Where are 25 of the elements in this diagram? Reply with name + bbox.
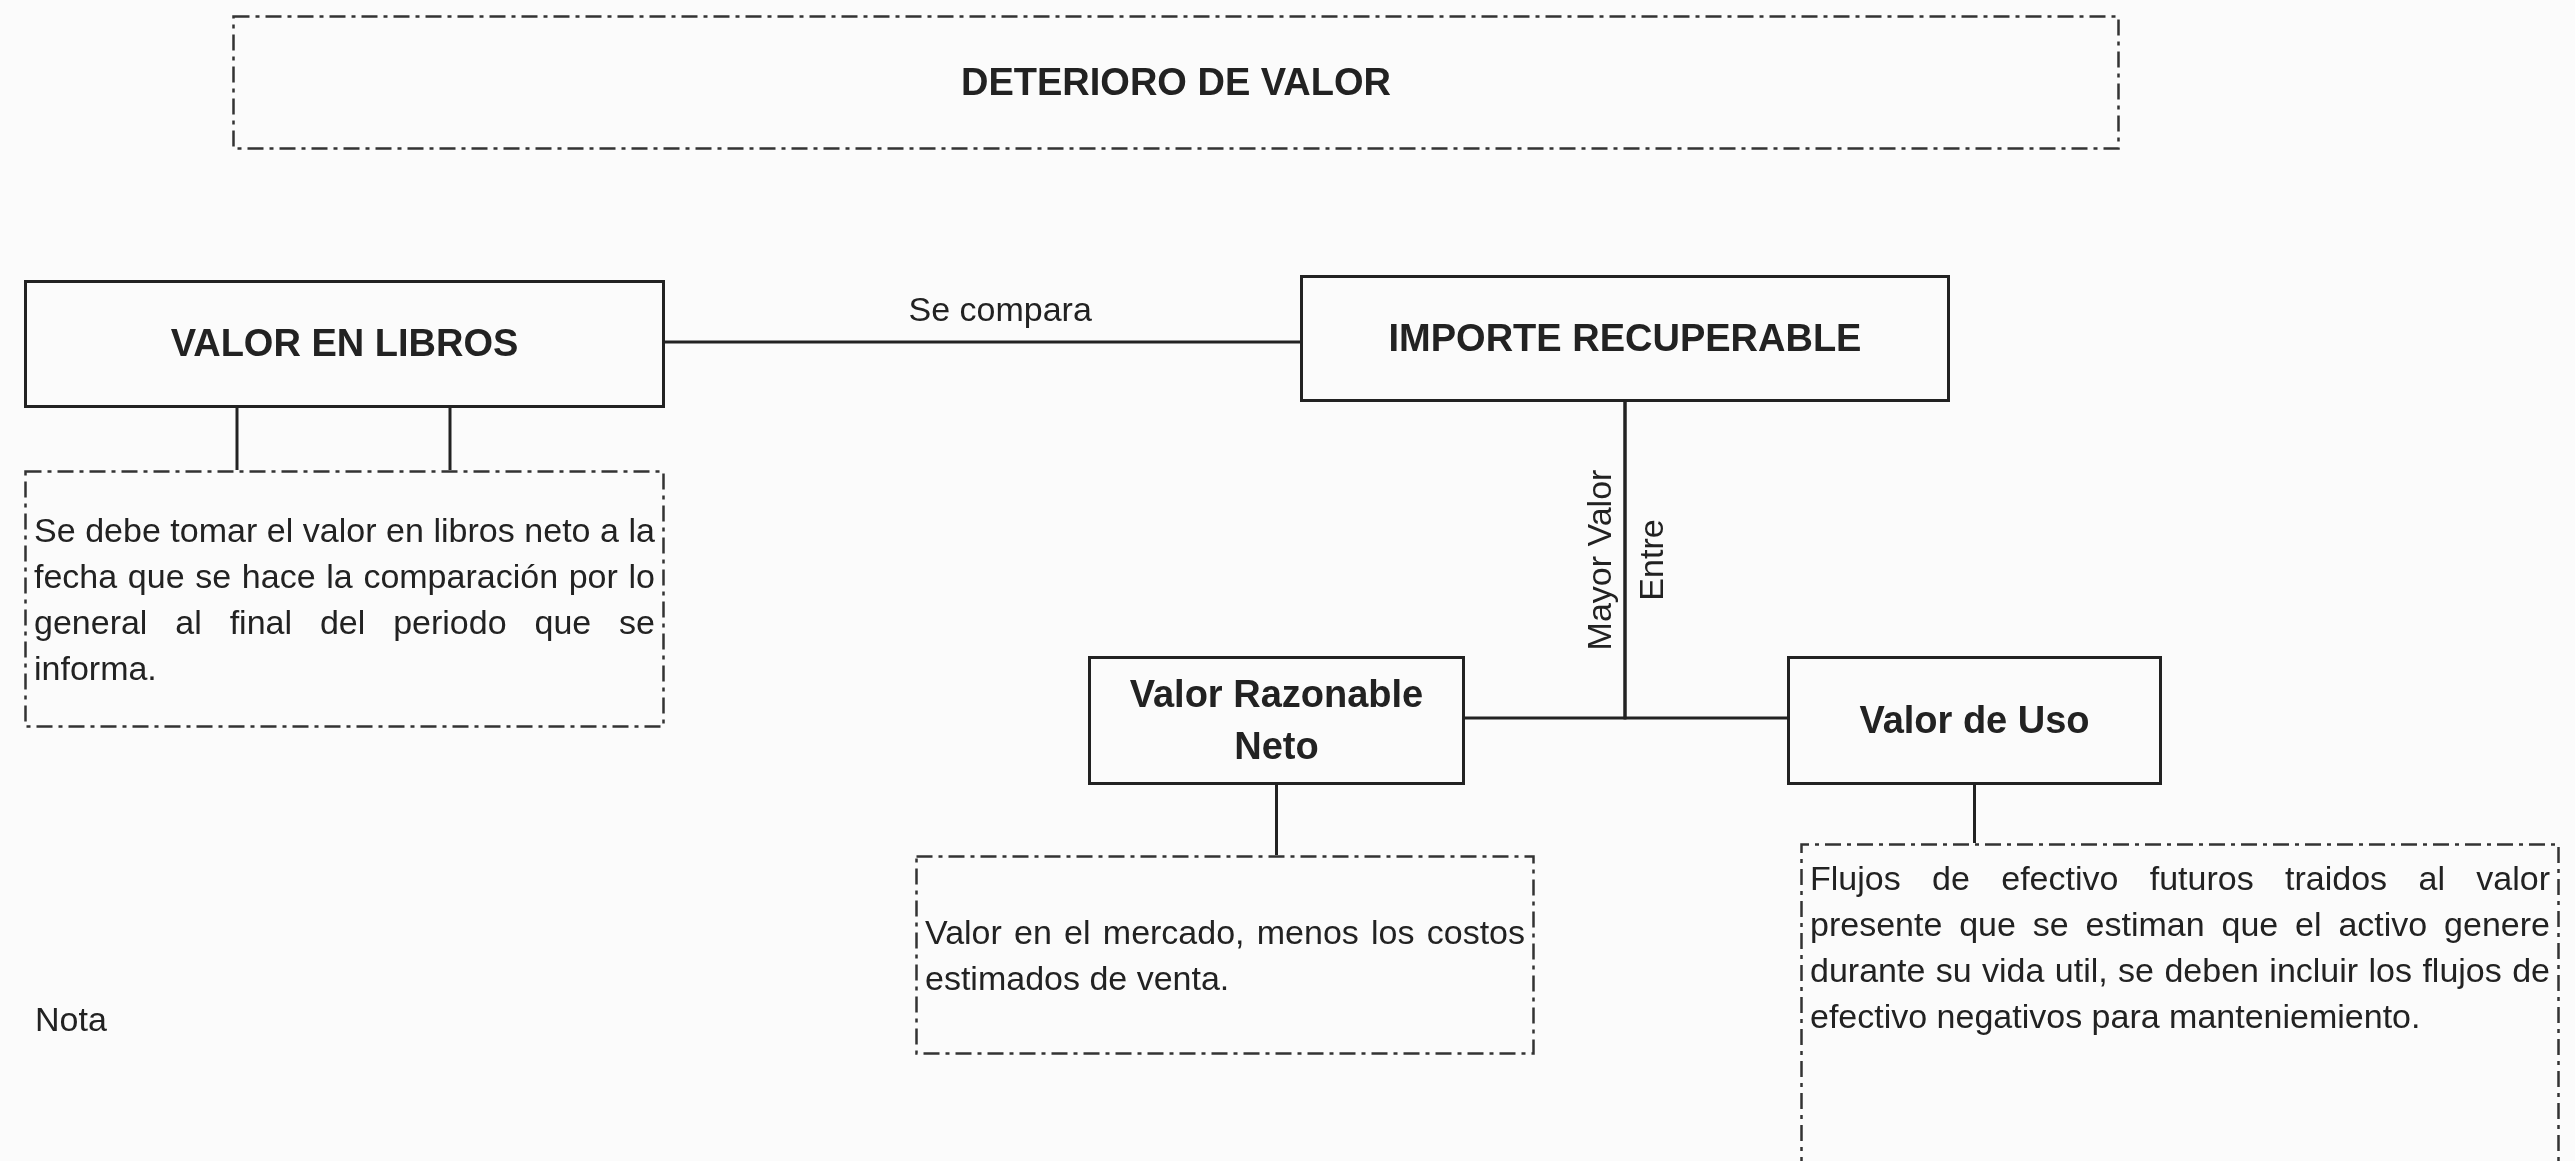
note-box [915,855,1535,1055]
connector-line [665,340,1300,344]
connector-line [1275,785,1278,855]
concept-label: Valor de Uso [1859,697,2090,743]
note-box [24,470,665,728]
concept-box [24,280,665,408]
title-text: DETERIORO DE VALOR [961,59,1391,105]
concept-box [1787,656,2162,785]
concept-label: IMPORTE RECUPERABLE [1388,315,1862,361]
concept-box [1088,656,1465,785]
connector-line [448,408,452,470]
note-box [1800,843,2560,1161]
concept-label: VALOR EN LIBROS [170,321,519,367]
note-text: Flujos de efectivo futuros traidos al valor presente que se estiman que el activo genere durante su vida util, se deben incluir los flujos de efectivo negativos para manteniemiento. [1809,858,2551,1037]
concept-box [1300,275,1950,402]
note-label: Nota [35,1000,107,1039]
connector-line [235,408,239,470]
title-box [232,15,2120,150]
connector-line [1623,402,1787,720]
concept-label: Valor Razonable Neto [1128,672,1425,769]
edge-label: Se compara [908,290,1092,329]
note-text: Valor en el mercado, menos los costos estimados de venta. [924,912,1526,999]
note-text: Se debe tomar el valor en libros neto a la fecha que se hace la comparación por lo general al final del periodo que se informa. [33,510,656,689]
edge-label: Mayor Valor Entre [1579,468,1671,653]
connector-line [1973,785,1976,843]
